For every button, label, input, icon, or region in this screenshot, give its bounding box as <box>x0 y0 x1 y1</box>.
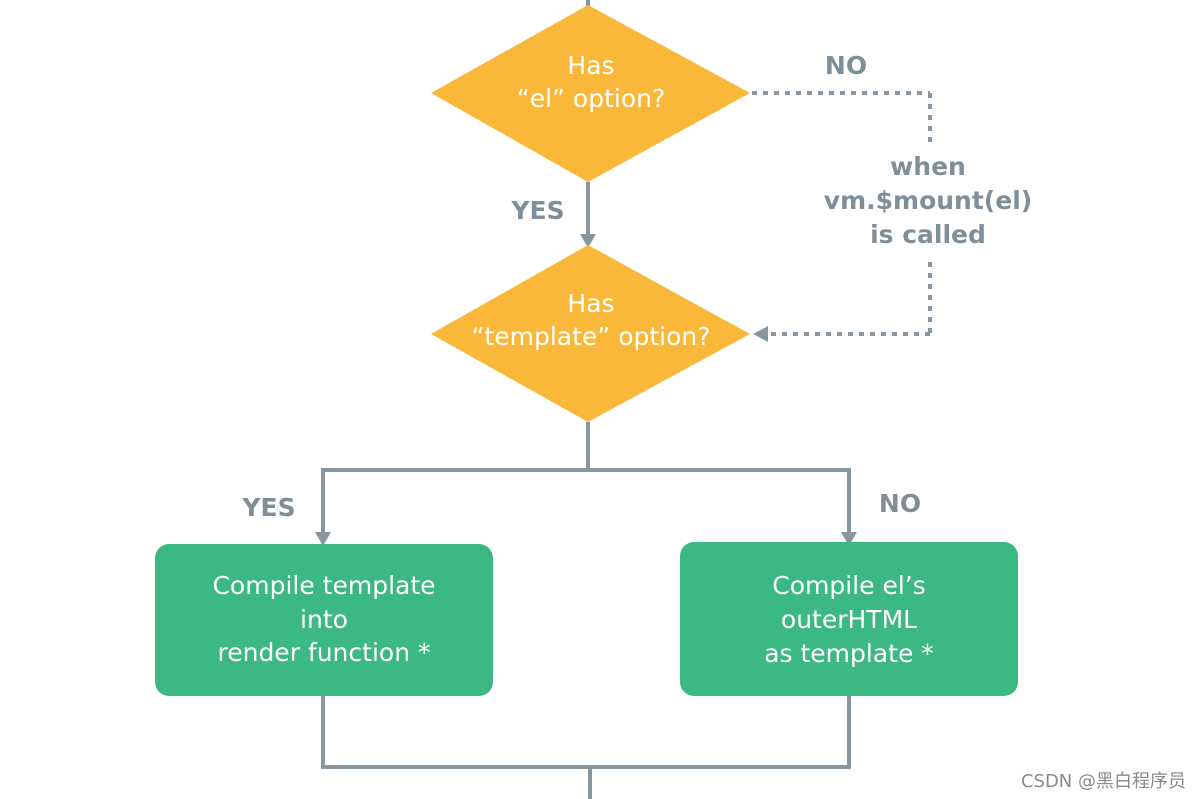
process-compile-template-shape <box>155 544 493 696</box>
process-compile-template: Compile template into render function * <box>155 544 493 696</box>
process-compile-template-line3: render function * <box>217 638 430 667</box>
decision-has-template-line2: “template” option? <box>471 322 710 351</box>
process-compile-el-line3: as template * <box>764 639 934 668</box>
edge-label-template-yes: YES <box>241 493 295 522</box>
mount-note-line3: is called <box>870 220 986 249</box>
process-compile-el-shape <box>680 542 1018 696</box>
decision-has-el: Has “el” option? <box>431 5 750 182</box>
edge-label-template-no: NO <box>879 489 921 518</box>
decision-has-el-line2: “el” option? <box>517 84 666 113</box>
connector-template-branch <box>315 422 857 546</box>
process-compile-template-line1: Compile template <box>212 571 435 600</box>
process-compile-el-line1: Compile el’s <box>772 571 926 600</box>
process-compile-el-line2: outerHTML <box>781 605 917 634</box>
decision-has-template-shape <box>431 245 750 422</box>
decision-has-template: Has “template” option? <box>431 245 750 422</box>
edge-label-el-no: NO <box>825 51 867 80</box>
process-compile-el: Compile el’s outerHTML as template * <box>680 542 1018 696</box>
decision-has-el-line1: Has <box>567 51 614 80</box>
connector-el-no-dotted <box>752 91 932 342</box>
connector-merge <box>321 696 851 799</box>
mount-note-line1: when <box>890 152 966 181</box>
decision-has-template-line1: Has <box>567 289 614 318</box>
decision-has-el-shape <box>431 5 750 182</box>
mount-note-line2: vm.$mount(el) <box>824 186 1032 215</box>
watermark-text: CSDN @黑白程序员 <box>1021 771 1186 792</box>
connector-el-yes <box>580 182 596 248</box>
process-compile-template-line2: into <box>300 605 348 634</box>
edge-label-el-yes: YES <box>510 196 564 225</box>
